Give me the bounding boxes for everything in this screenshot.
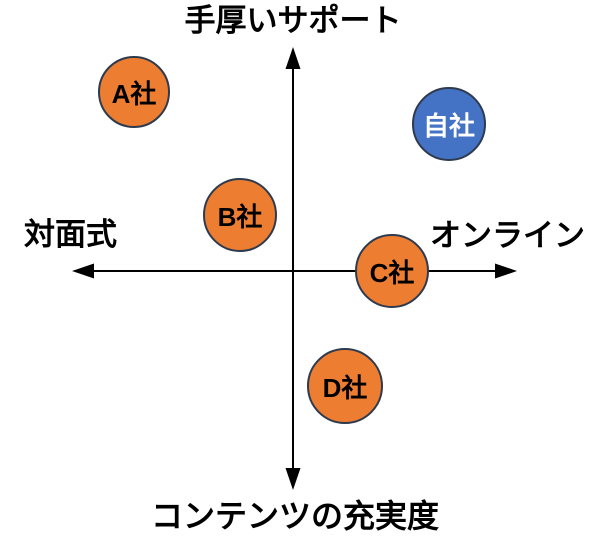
- axis-label-right: オンライン: [430, 218, 585, 253]
- arrow-up-head-icon: [285, 47, 301, 69]
- arrow-right-head-icon: [495, 263, 517, 279]
- point-B社: B社: [203, 178, 277, 252]
- axis-label-bottom: コンテンツの充実度: [150, 498, 440, 534]
- arrow-down-head-icon: [285, 468, 301, 490]
- point-A社: A社: [98, 56, 170, 128]
- point-C社: C社: [355, 234, 429, 308]
- arrow-left-head-icon: [72, 263, 94, 279]
- axis-label-top: 手厚いサポート: [184, 3, 402, 38]
- point-D社: D社: [307, 348, 383, 424]
- axis-label-left: 対面式: [24, 217, 117, 252]
- point-自社: 自社: [412, 87, 486, 161]
